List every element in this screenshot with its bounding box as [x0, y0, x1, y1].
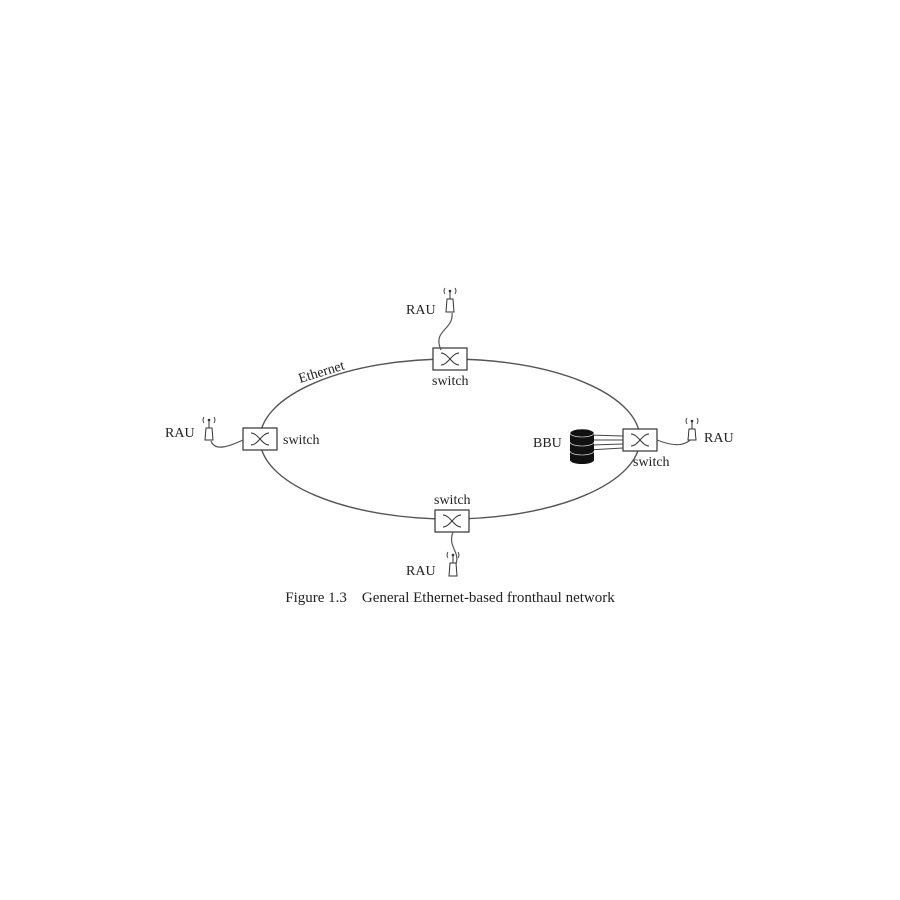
rau-right-link: [656, 438, 692, 446]
switch-left-label: switch: [283, 433, 320, 448]
switch-right-label: switch: [633, 455, 670, 470]
antenna-icon: [685, 417, 699, 441]
rau-right-label: RAU: [704, 431, 734, 446]
rau-bottom: RAU: [406, 531, 460, 579]
switch-bottom: switch: [434, 493, 471, 533]
rau-left-label: RAU: [165, 426, 195, 441]
rau-bottom-link: [451, 531, 458, 567]
rau-top-link: [438, 312, 453, 351]
rau-left-link: [210, 439, 244, 448]
ethernet-ring-label: Ethernet: [297, 359, 347, 387]
switch-left: switch: [242, 427, 320, 451]
server-stack-icon: [569, 428, 595, 464]
switch-cross-icon: [630, 433, 650, 447]
rau-bottom-label: RAU: [406, 564, 436, 579]
antenna-icon: [443, 287, 457, 313]
switch-top: switch: [432, 347, 469, 389]
figure-caption: Figure 1.3 General Ethernet-based fronth…: [285, 590, 615, 606]
rau-top: RAU: [406, 287, 457, 351]
switch-cross-icon: [250, 432, 270, 446]
switch-bottom-label: switch: [434, 493, 471, 508]
switch-cross-icon: [442, 514, 462, 528]
rau-left: RAU: [165, 416, 244, 448]
switch-top-label: switch: [432, 374, 469, 389]
antenna-icon: [446, 551, 460, 577]
rau-top-label: RAU: [406, 303, 436, 318]
switch-cross-icon: [440, 352, 460, 366]
bbu-label: BBU: [533, 436, 562, 451]
antenna-icon: [202, 416, 216, 441]
bbu: BBU: [533, 428, 624, 464]
rau-right: RAU: [656, 417, 734, 446]
